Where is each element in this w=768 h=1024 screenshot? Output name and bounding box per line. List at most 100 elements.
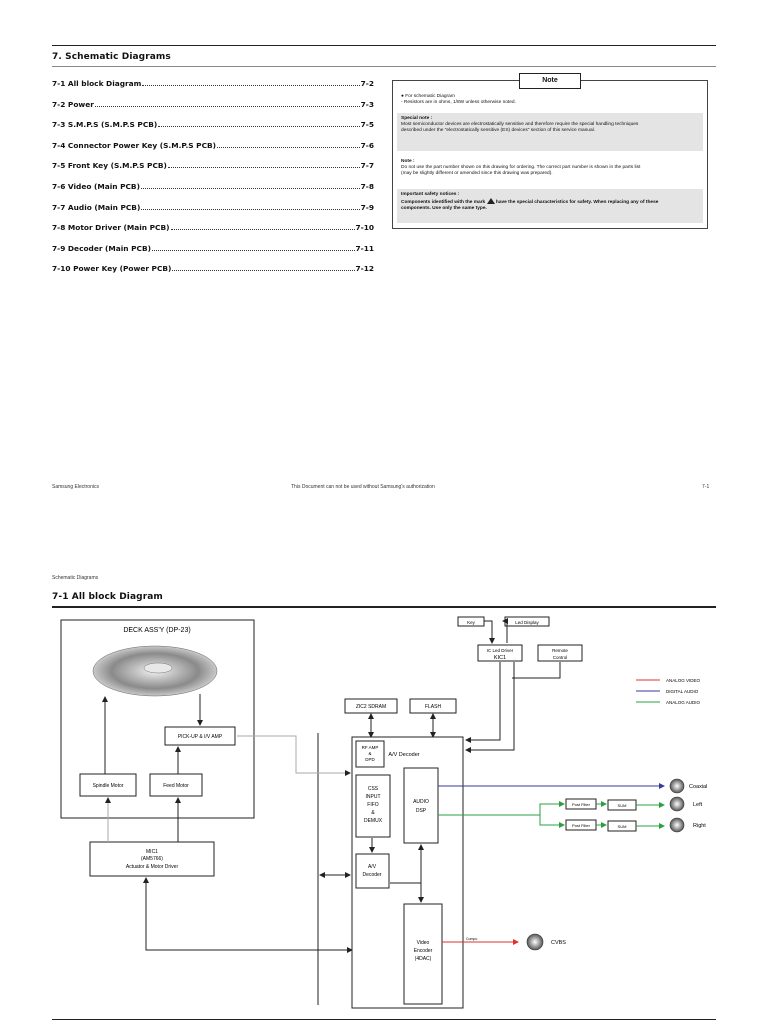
diagram-title-rule — [52, 606, 716, 608]
footer-right: 7-1 — [702, 484, 710, 490]
ic-led-label: IC Led Driver — [487, 648, 514, 653]
toc-leader — [94, 105, 360, 107]
toc-item[interactable]: 7-4 Connector Power Key (S.M.P.S PCB) 7-6 — [52, 138, 374, 150]
analog-audio-line — [539, 815, 565, 828]
pickup-box — [164, 726, 236, 746]
right-label: Right — [693, 823, 706, 829]
mic1-label: (AM5766) — [141, 856, 163, 862]
toc-item[interactable]: 7-10 Power Key (Power PCB) 7-12 — [52, 261, 374, 273]
note-line: ● For schematic Diagram — [401, 94, 455, 99]
toc-item-label: 7-4 Connector Power Key (S.M.P.S PCB) — [52, 140, 217, 150]
post-filter-label: Post Filter — [572, 802, 591, 807]
toc-item[interactable]: 7-6 Video (Main PCB)7-8 — [52, 179, 374, 191]
audio-dsp-box — [403, 767, 439, 844]
note-line: Most semiconductor devices are electrost… — [401, 122, 639, 127]
post-filter-label: Post Filter — [572, 823, 591, 828]
wire — [484, 620, 495, 644]
deck-label: DECK ASS'Y (DP-23) — [123, 627, 190, 634]
wire — [465, 662, 501, 743]
key-label: Key — [467, 620, 476, 625]
legend-analog-audio: ANALOG AUDIO — [666, 700, 701, 705]
wire — [512, 662, 561, 679]
left-label: Left — [693, 802, 703, 808]
mic1-label: Actuator & Motor Driver — [126, 864, 179, 870]
wire — [465, 662, 515, 753]
css-label: INPUT — [366, 794, 381, 800]
note-line: components. Use only the same type. — [401, 206, 487, 211]
sum-label: SUM — [618, 803, 627, 808]
wire — [237, 735, 351, 776]
analog-audio-line — [539, 801, 565, 815]
footer-center: This Document can not be used without Sa… — [291, 484, 435, 490]
wire — [502, 618, 508, 643]
toc-item-label: 7-10 Power Key (Power PCB) — [52, 264, 172, 274]
toc-item-label: 7-2 Power — [52, 99, 94, 109]
css-label: & — [371, 810, 375, 816]
toc-item-label: 7-1 All block Diagram — [52, 79, 142, 88]
page-header: Schematic Diagrams — [52, 575, 99, 581]
toc-item[interactable]: 7-9 Decoder (Main PCB) 7-11 — [52, 241, 374, 253]
toc-item-label: 7-9 Decoder (Main PCB) — [52, 243, 151, 253]
note-line: Do not use the part number shown on this… — [401, 165, 641, 170]
section-title: 7. Schematic Diagrams — [52, 52, 171, 62]
deck-box — [60, 619, 255, 819]
toc-leader — [217, 146, 360, 148]
toc-item[interactable]: 7-7 Audio (Main PCB)7-9 — [52, 200, 374, 212]
note-special: Special note : Most semiconductor device… — [397, 113, 703, 151]
toc-item-page: 7-10 — [355, 223, 375, 233]
toc-item[interactable]: 7-3 S.M.P.S (S.M.P.S PCB) 7-5 — [52, 117, 374, 129]
sdram-label: ZIC2 SDRAM — [356, 704, 386, 710]
diagram-title: 7-1 All block Diagram — [52, 592, 163, 602]
toc-leader — [142, 85, 360, 86]
toc-item-label: 7-8 Motor Driver (Main PCB) — [52, 223, 170, 233]
css-label: CSS — [368, 786, 379, 792]
rfamp-label: & — [368, 751, 371, 756]
note-line-part: have the special characteristics for saf… — [495, 200, 659, 205]
warning-triangle-icon — [486, 198, 495, 204]
rfamp-label: DPD — [365, 757, 375, 762]
toc-item-page: 7-6 — [360, 140, 374, 150]
cvbs-label: CVBS — [551, 940, 566, 946]
toc-leader — [172, 270, 355, 272]
audio-dsp-label: DSP — [416, 808, 427, 814]
note-line: - Resistors are in ohms, 1/8W unless oth… — [401, 100, 516, 105]
av-decoder-title: A/V Decoder — [388, 752, 419, 758]
toc-item-page: 7-11 — [355, 243, 375, 253]
toc-leader — [167, 167, 360, 169]
legend-analog-video: ANALOG VIDEO — [666, 678, 701, 683]
wire — [143, 877, 353, 953]
coaxial-label: Coaxial — [689, 784, 707, 790]
css-demux-box — [355, 774, 391, 838]
spindle-label: Spindle Motor — [93, 783, 124, 789]
audio-dsp-label: AUDIO — [413, 799, 429, 805]
remote-label: Remote — [552, 648, 568, 653]
sum-label: SUM — [618, 824, 627, 829]
toc-item[interactable]: 7-5 Front Key (S.M.P.S PCB)7-7 — [52, 158, 374, 170]
pickup-label: PICK-UP & I/V AMP — [178, 734, 223, 740]
note-line-part: Components identified with the mark — [401, 200, 486, 205]
toc-item-label: 7-5 Front Key (S.M.P.S PCB) — [52, 161, 167, 171]
cvbs-jack-icon — [526, 933, 544, 951]
left-jack-icon — [669, 796, 685, 812]
footer-left: Samsung Electronics — [52, 484, 99, 490]
toc-item-label: 7-3 S.M.P.S (S.M.P.S PCB) — [52, 120, 158, 130]
led-display-label: Led Display — [515, 620, 539, 625]
toc-item-page: 7-5 — [360, 120, 374, 130]
video-encoder-box — [403, 903, 443, 1005]
title-rule — [52, 66, 716, 67]
av-decoder-inner-label: Decoder — [363, 872, 382, 878]
note-heading: Note : — [401, 159, 415, 164]
mic1-box — [89, 841, 215, 877]
toc-item[interactable]: 7-8 Motor Driver (Main PCB) 7-10 — [52, 220, 374, 232]
toc-item-page: 7-12 — [355, 264, 375, 274]
note-line: Components identified with the mark have… — [401, 198, 699, 206]
ic-led-label: KIC1 — [494, 655, 506, 661]
disc-hole — [143, 662, 173, 674]
toc-leader — [140, 188, 360, 189]
toc-item-page: 7-8 — [360, 182, 374, 191]
note-general: ● For schematic Diagram - Resistors are … — [397, 91, 703, 109]
note-safety: Important safety notices : Components id… — [397, 189, 703, 223]
